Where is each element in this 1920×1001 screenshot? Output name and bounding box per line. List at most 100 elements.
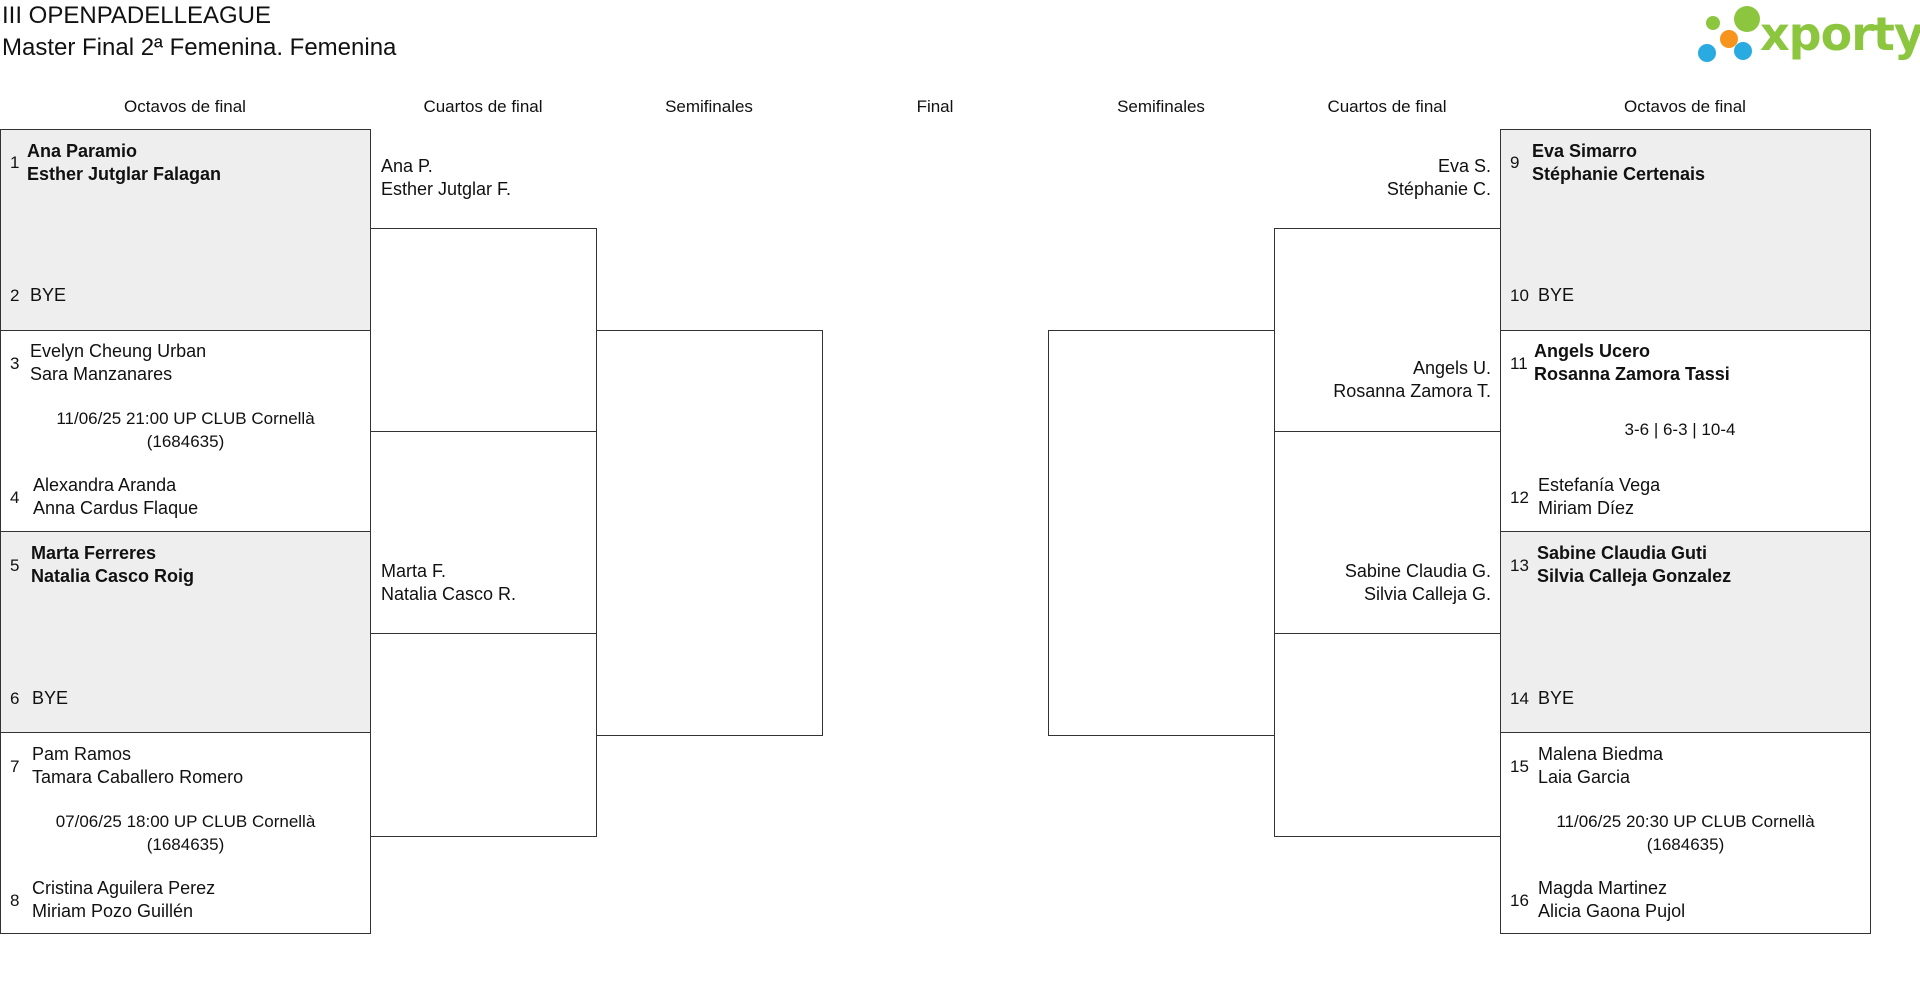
match-schedule: 07/06/25 18:00 UP CLUB Cornellà <box>55 812 316 831</box>
match-box[interactable] <box>1500 531 1871 733</box>
player-name: Rosanna Zamora T. <box>1333 381 1491 401</box>
player-name: Magda Martinez <box>1538 878 1668 898</box>
qf-bracket <box>1274 633 1501 837</box>
match-info: 11/06/25 20:30 UP CLUB Cornellà (1684635… <box>1500 810 1871 856</box>
round-header: Cuartos de final <box>1327 97 1447 116</box>
round-header: Semifinales <box>1117 97 1205 116</box>
qf-team[interactable]: Marta F. Natalia Casco R. <box>381 560 516 606</box>
player-name: BYE <box>30 285 67 305</box>
match-id: (1684635) <box>1646 835 1725 854</box>
round-header: Octavos de final <box>1624 97 1746 116</box>
category-title: Master Final 2ª Femenina. Femenina <box>2 34 397 61</box>
player-name: Eva Simarro <box>1532 141 1638 161</box>
player-name: Evelyn Cheung Urban <box>30 341 207 361</box>
sf-bracket <box>596 330 823 736</box>
player-name: Angels U. <box>1412 358 1491 378</box>
match-box[interactable] <box>1500 732 1871 934</box>
logo-dot-icon <box>1706 16 1720 30</box>
team-entry[interactable]: Eva Simarro Stéphanie Certenais <box>1532 140 1705 186</box>
round-header: Semifinales <box>665 97 753 116</box>
team-entry[interactable]: Pam Ramos Tamara Caballero Romero <box>32 743 243 789</box>
player-name: Natalia Casco R. <box>381 584 517 604</box>
team-entry[interactable]: Evelyn Cheung Urban Sara Manzanares <box>30 340 206 386</box>
seed-number: 5 <box>10 556 20 575</box>
player-name: Sabine Claudia Guti <box>1537 543 1708 563</box>
player-name: Eva S. <box>1437 156 1491 176</box>
round-header: Final <box>916 97 954 116</box>
player-name: Angels Ucero <box>1534 341 1651 361</box>
player-name: Esther Jutglar Falagan <box>27 164 222 184</box>
team-entry[interactable]: Magda Martinez Alicia Gaona Pujol <box>1538 877 1685 923</box>
match-info: 07/06/25 18:00 UP CLUB Cornellà (1684635… <box>0 810 371 856</box>
team-entry[interactable]: Angels Ucero Rosanna Zamora Tassi <box>1534 340 1730 386</box>
sf-bracket <box>1048 330 1275 736</box>
player-name: Natalia Casco Roig <box>31 566 195 586</box>
player-name: Miriam Díez <box>1538 498 1635 518</box>
player-name: Sara Manzanares <box>30 364 173 384</box>
player-name: Marta Ferreres <box>31 543 157 563</box>
team-entry[interactable]: Sabine Claudia Guti Silvia Calleja Gonza… <box>1537 542 1731 588</box>
player-name: Stéphanie Certenais <box>1532 164 1706 184</box>
seed-number: 10 <box>1510 286 1529 305</box>
logo-dot-icon <box>1734 42 1752 60</box>
player-name: Silvia Calleja Gonzalez <box>1537 566 1732 586</box>
match-id: (1684635) <box>146 835 225 854</box>
player-name: Stéphanie C. <box>1386 179 1491 199</box>
match-box[interactable] <box>1500 129 1871 331</box>
player-name: Silvia Calleja G. <box>1363 584 1491 604</box>
player-name: Esther Jutglar F. <box>381 179 512 199</box>
qf-team[interactable]: Eva S. Stéphanie C. <box>1274 155 1491 201</box>
player-name: Cristina Aguilera Perez <box>32 878 216 898</box>
player-name: BYE <box>1538 285 1575 305</box>
logo-dot-icon <box>1698 44 1716 62</box>
player-name: Tamara Caballero Romero <box>32 767 244 787</box>
match-id: (1684635) <box>146 432 225 451</box>
team-entry[interactable]: BYE <box>1538 284 1574 307</box>
seed-number: 3 <box>10 354 20 373</box>
player-name: Pam Ramos <box>32 744 132 764</box>
qf-team[interactable]: Sabine Claudia G. Silvia Calleja G. <box>1274 560 1491 606</box>
match-schedule: 11/06/25 21:00 UP CLUB Cornellà <box>56 409 315 428</box>
qf-bracket <box>370 633 597 837</box>
seed-number: 8 <box>10 891 20 910</box>
xporty-logo[interactable]: xporty <box>1696 4 1920 70</box>
player-name: BYE <box>1538 688 1575 708</box>
round-header: Octavos de final <box>124 97 246 116</box>
player-name: Ana Paramio <box>27 141 138 161</box>
player-name: Marta F. <box>381 561 447 581</box>
seed-number: 9 <box>1510 153 1520 172</box>
player-name: Rosanna Zamora Tassi <box>1534 364 1730 384</box>
player-name: Alexandra Aranda <box>33 475 177 495</box>
seed-number: 16 <box>1510 891 1529 910</box>
player-name: Miriam Pozo Guillén <box>32 901 194 921</box>
player-name: Estefanía Vega <box>1538 475 1661 495</box>
logo-text: xporty <box>1760 7 1920 61</box>
player-name: BYE <box>32 688 69 708</box>
tournament-title: III OPENPADELLEAGUE <box>2 2 271 29</box>
player-name: Laia Garcia <box>1538 767 1631 787</box>
team-entry[interactable]: Estefanía Vega Miriam Díez <box>1538 474 1660 520</box>
player-name: Malena Biedma <box>1538 744 1664 764</box>
team-entry[interactable]: Cristina Aguilera Perez Miriam Pozo Guil… <box>32 877 215 923</box>
player-name: Sabine Claudia G. <box>1344 561 1491 581</box>
qf-team[interactable]: Angels U. Rosanna Zamora T. <box>1274 357 1491 403</box>
seed-number: 2 <box>10 286 20 305</box>
match-info: 11/06/25 21:00 UP CLUB Cornellà (1684635… <box>0 407 371 453</box>
seed-number: 15 <box>1510 757 1529 776</box>
seed-number: 12 <box>1510 488 1529 507</box>
team-entry[interactable]: BYE <box>1538 687 1574 710</box>
team-entry[interactable]: Ana Paramio Esther Jutglar Falagan <box>27 140 221 186</box>
qf-team[interactable]: Ana P. Esther Jutglar F. <box>381 155 511 201</box>
team-entry[interactable]: Marta Ferreres Natalia Casco Roig <box>31 542 194 588</box>
team-entry[interactable]: Alexandra Aranda Anna Cardus Flaque <box>33 474 198 520</box>
match-score: 3-6 | 6-3 | 10-4 <box>1624 420 1736 439</box>
team-entry[interactable]: BYE <box>32 687 68 710</box>
seed-number: 6 <box>10 689 20 708</box>
qf-bracket <box>370 228 597 432</box>
logo-dot-icon <box>1734 6 1760 32</box>
round-header: Cuartos de final <box>423 97 543 116</box>
player-name: Alicia Gaona Pujol <box>1538 901 1686 921</box>
team-entry[interactable]: BYE <box>30 284 66 307</box>
team-entry[interactable]: Malena Biedma Laia Garcia <box>1538 743 1663 789</box>
match-schedule: 11/06/25 20:30 UP CLUB Cornellà <box>1556 812 1815 831</box>
